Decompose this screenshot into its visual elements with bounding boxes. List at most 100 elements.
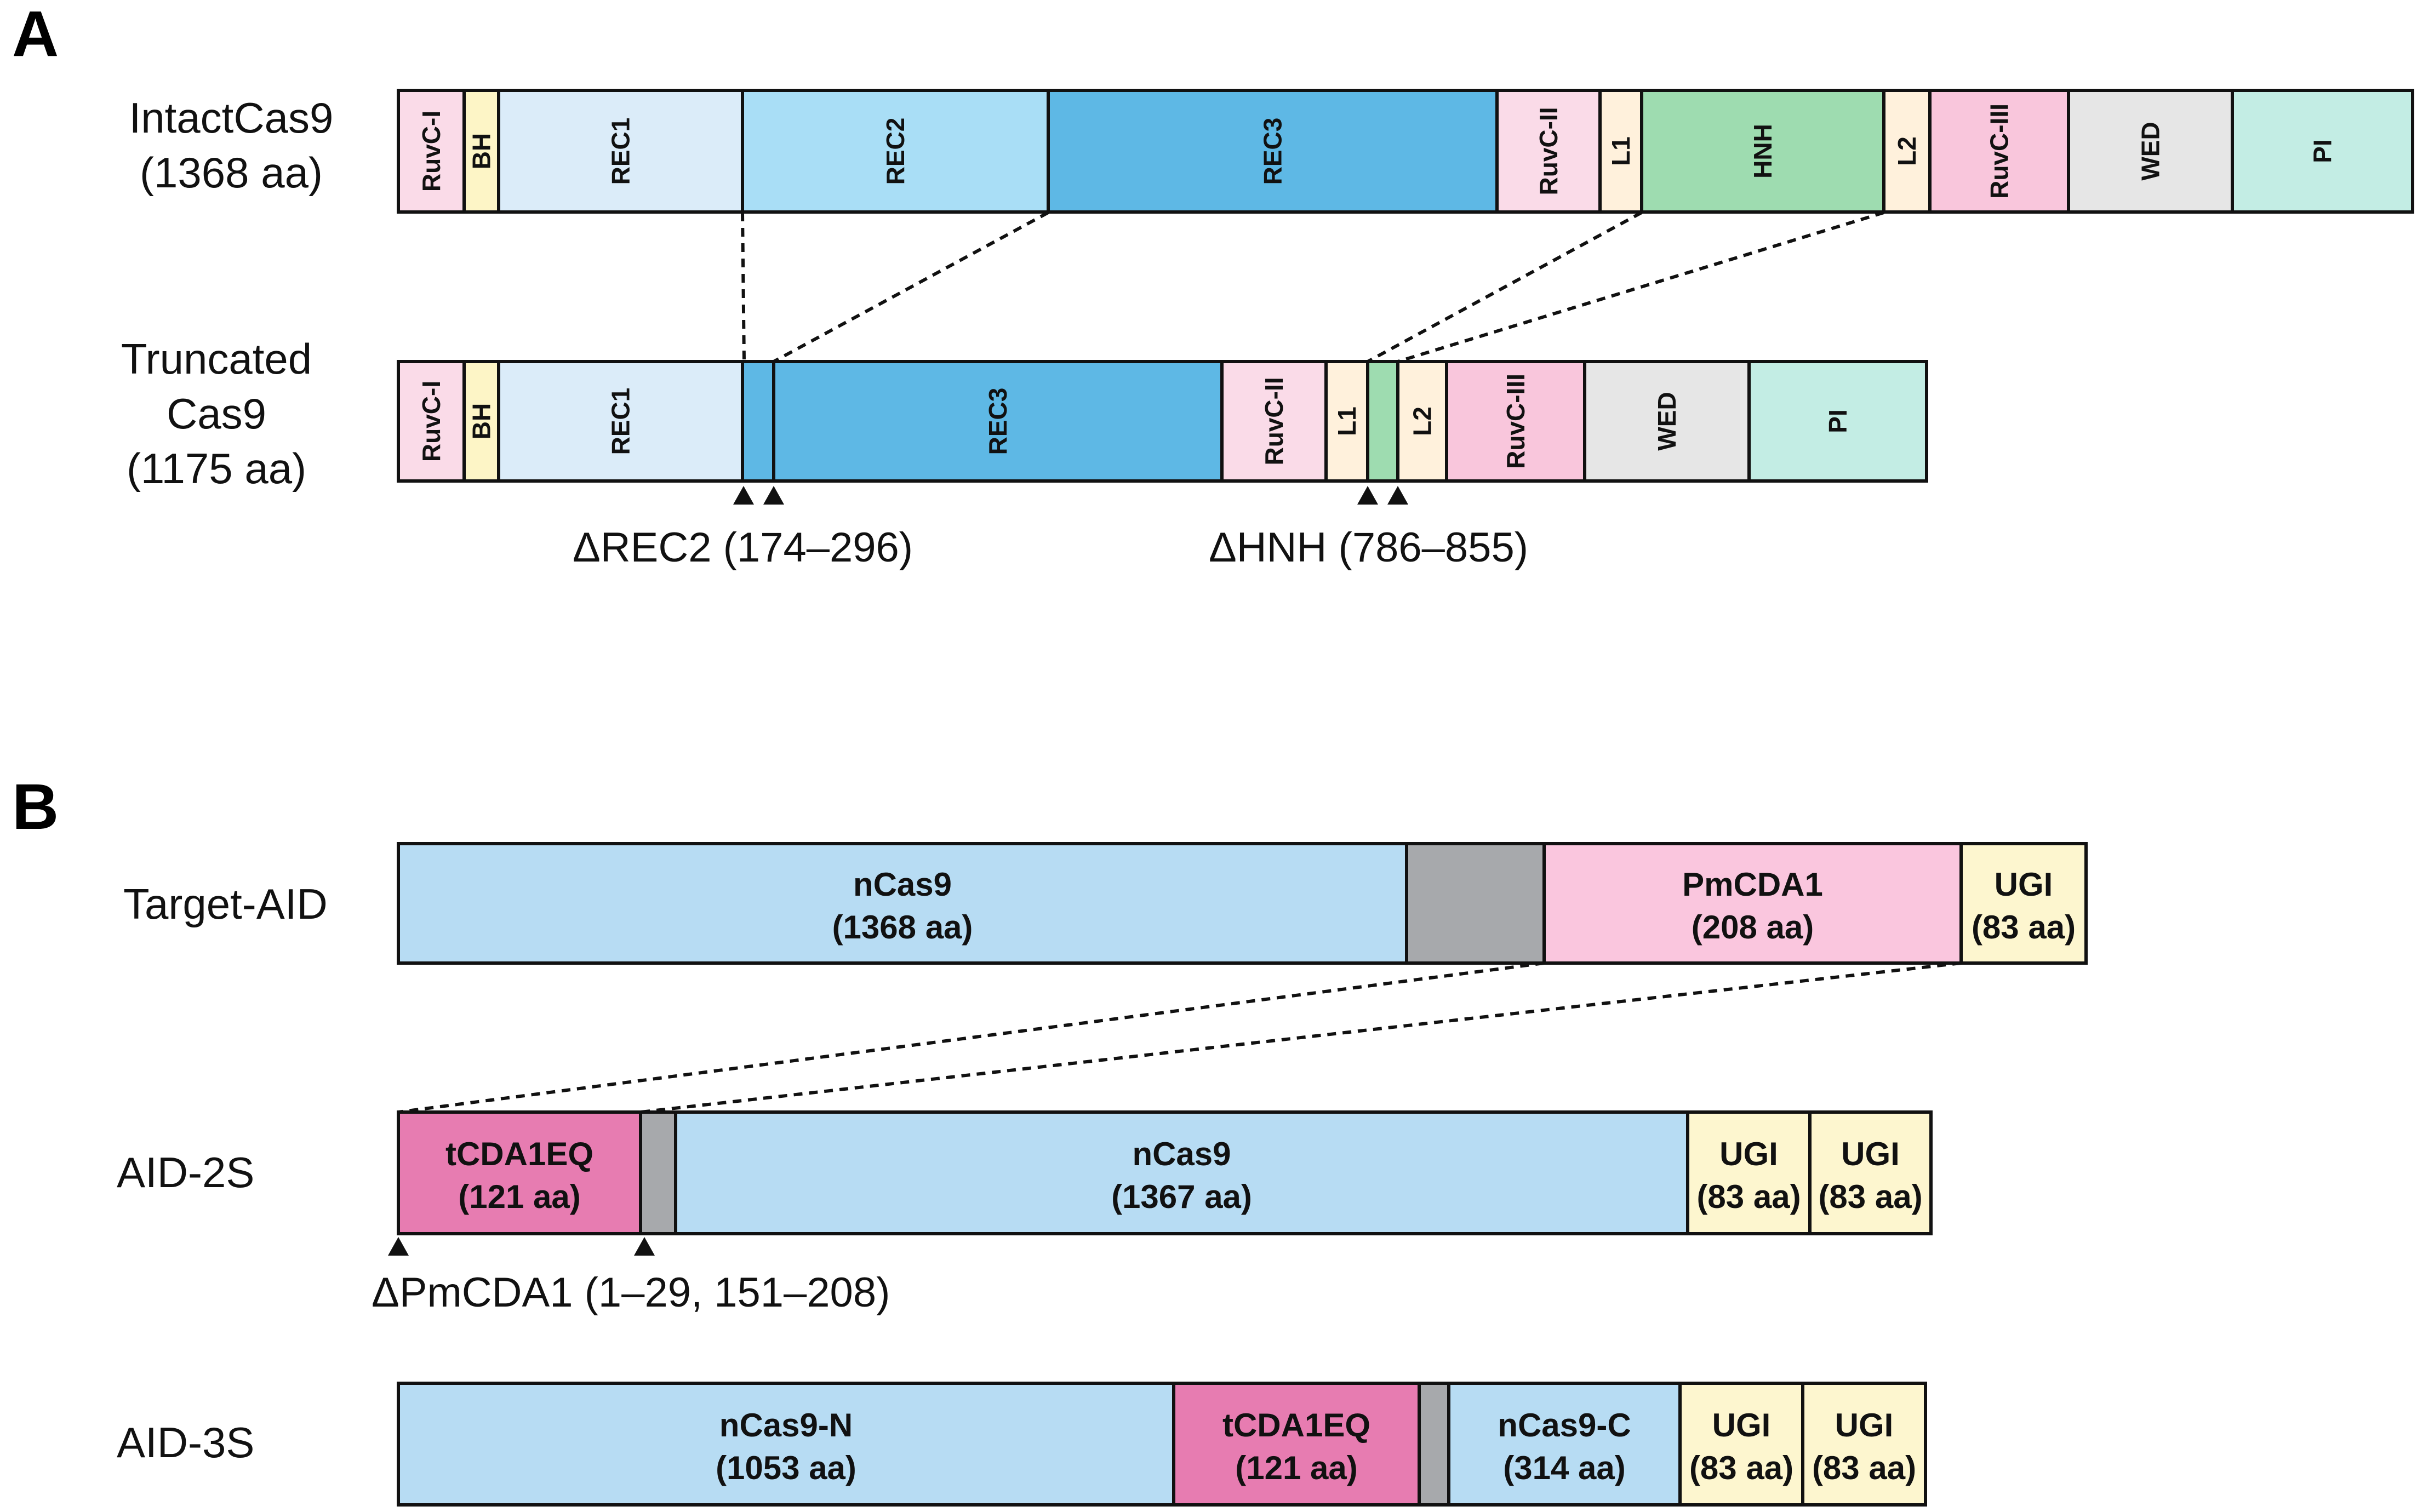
svg-text:Cas9: Cas9: [167, 390, 266, 438]
domain-ncas9: nCas9(1368 aa): [397, 842, 1408, 965]
domain-pmcda1-size: (208 aa): [1692, 909, 1814, 946]
pmcda1-deletion-label: ΔPmCDA1 (1–29, 151–208): [372, 1269, 890, 1316]
domain-ruvc1-label: RuvC-I: [417, 381, 445, 462]
domain-ugi1: UGI (83 aa): [1678, 1382, 1804, 1507]
domain-rec1-box: [497, 89, 744, 214]
domain-ugi-size: (83 aa): [1972, 909, 2076, 946]
triangle-marker-icon: [763, 486, 784, 505]
domain-rec3-label: REC3: [1259, 118, 1287, 185]
domain-ncas9n: nCas9-N (1053 aa): [397, 1382, 1175, 1507]
domain-tcda-size: (121 aa): [1235, 1450, 1357, 1486]
domain-rec3: REC3: [1047, 89, 1499, 214]
domain-tcda-box: [397, 1110, 642, 1235]
domain-pmcda1: PmCDA1(208 aa): [1542, 842, 1963, 965]
domain-pi: PI: [1747, 360, 1928, 483]
domain-ugi1-box: [1686, 1110, 1812, 1235]
domain-ruvc1-label: RuvC-I: [417, 111, 445, 192]
domain-l1-label: L1: [1333, 406, 1361, 436]
connector-hnh-start: [1367, 211, 1643, 363]
domain-ncas9c-name: nCas9-C: [1498, 1407, 1631, 1444]
connector-hnh-end: [1397, 211, 1884, 363]
domain-ruvc3-box: [1445, 360, 1586, 483]
domain-ncas9c-size: (314 aa): [1503, 1450, 1625, 1486]
rec2-deletion-label: ΔREC2 (174–296): [573, 524, 913, 571]
domain-rec1-label: REC1: [607, 388, 635, 455]
domain-ncas9c: nCas9-C (314 aa): [1447, 1382, 1682, 1507]
domain-ruvc3-label: RuvC-III: [1501, 374, 1530, 469]
domain-wed: WED: [1583, 360, 1751, 483]
domain-ugi2: UGI(83 aa): [1808, 1110, 1933, 1235]
domain-pi-box: [1747, 360, 1928, 483]
domain-ncas9-size: (1368 aa): [832, 909, 973, 946]
domain-hnh-label: HNH: [1749, 124, 1777, 179]
triangle-marker-icon: [1357, 486, 1378, 505]
domain-ugi1-box: [1678, 1382, 1804, 1507]
domain-tcda-box: [1172, 1382, 1421, 1507]
domain-rec3-box: [772, 360, 1224, 483]
intact-cas9-bar: RuvC-I BH REC1 REC2 REC3 RuvC-II L1 HNH L2 RuvC-I…: [397, 89, 2414, 214]
domain-ruvc1-box: [397, 360, 466, 483]
connector-pmcda1-end: [640, 961, 1962, 1114]
domain-bh-box: [462, 89, 500, 214]
domain-ugi1-size: (83 aa): [1689, 1450, 1793, 1486]
domain-l2-label: L2: [1893, 136, 1921, 166]
domain-rec2: REC2: [741, 89, 1050, 214]
domain-hnh-box: [1640, 89, 1885, 214]
domain-ruvc2-box: [1220, 360, 1328, 483]
domain-ruvc2: RuvC-II: [1495, 89, 1602, 214]
domain-ncas9-box: [397, 842, 1408, 965]
domain-ugi-name: UGI: [1995, 866, 2053, 903]
target-aid-bar: nCas9(1368 aa) PmCDA1(208 aa) UGI (83 aa): [397, 842, 2088, 965]
domain-rec2-label: REC2: [881, 118, 910, 185]
domain-ncas9n-size: (1053 aa): [716, 1450, 856, 1486]
aid-2s-label: AID-2S: [117, 1148, 254, 1196]
domain-tcda-name: tCDA1EQ: [1222, 1407, 1370, 1444]
triangle-marker-icon: [634, 1237, 655, 1256]
domain-l1-box: [1598, 89, 1643, 214]
domain-ugi2-box: [1808, 1110, 1933, 1235]
hnh-deletion-markers: [1357, 486, 1408, 505]
domain-ugi-box: [1959, 842, 2088, 965]
domain-ncas9n-name: nCas9-N: [719, 1407, 853, 1444]
domain-ruvc3-label: RuvC-III: [1985, 104, 2014, 199]
domain-l1-label: L1: [1607, 136, 1635, 166]
domain-rec1-label: REC1: [607, 118, 635, 185]
domain-ugi2-name: UGI: [1841, 1136, 1900, 1172]
domain-linker-box: [1405, 842, 1546, 965]
domain-wed-box: [1583, 360, 1751, 483]
domain-ncas9-name: nCas9: [1132, 1136, 1231, 1172]
domain-rec2stub-box: [741, 360, 775, 483]
connector-rec2-start: [741, 212, 746, 362]
domain-ugi1-name: UGI: [1719, 1136, 1778, 1172]
domain-tcda: tCDA1EQ (121 aa): [1172, 1382, 1421, 1507]
domain-pi: PI: [2231, 89, 2414, 214]
domain-ugi1-name: UGI: [1712, 1407, 1771, 1444]
svg-text:(1368 aa): (1368 aa): [140, 148, 323, 197]
domain-ncas9c-box: [1447, 1382, 1682, 1507]
domain-rec2stub: [741, 360, 775, 483]
panel-b-label: B: [12, 771, 59, 843]
truncated-cas9-label: Truncated Cas9 (1175 aa): [121, 335, 312, 492]
domain-bh: BH: [462, 89, 500, 214]
domain-ruvc2-label: RuvC-II: [1260, 377, 1288, 466]
domain-ruvc2-label: RuvC-II: [1534, 107, 1563, 196]
domain-ncas9-size: (1367 aa): [1111, 1178, 1252, 1215]
domain-ugi2-size: (83 aa): [1812, 1450, 1916, 1486]
domain-ruvc3: RuvC-III: [1445, 360, 1586, 483]
domain-ncas9: nCas9 (1367 aa): [674, 1110, 1689, 1235]
domain-ruvc3-box: [1928, 89, 2070, 214]
domain-hnhstub: [1366, 360, 1399, 483]
domain-wed: WED: [2067, 89, 2234, 214]
domain-pi-label: PI: [1824, 409, 1852, 433]
domain-l2: L2: [1882, 89, 1932, 214]
domain-ruvc3: RuvC-III: [1928, 89, 2070, 214]
domain-l2: L2: [1396, 360, 1448, 483]
triangle-marker-icon: [733, 486, 754, 505]
domain-rec3: REC3: [772, 360, 1224, 483]
svg-text:(1175 aa): (1175 aa): [127, 444, 306, 492]
target-aid-label: Target-AID: [123, 880, 328, 928]
domain-ruvc1: RuvC-I: [397, 360, 466, 483]
domain-linker-box: [639, 1110, 677, 1235]
domain-pi-box: [2231, 89, 2414, 214]
